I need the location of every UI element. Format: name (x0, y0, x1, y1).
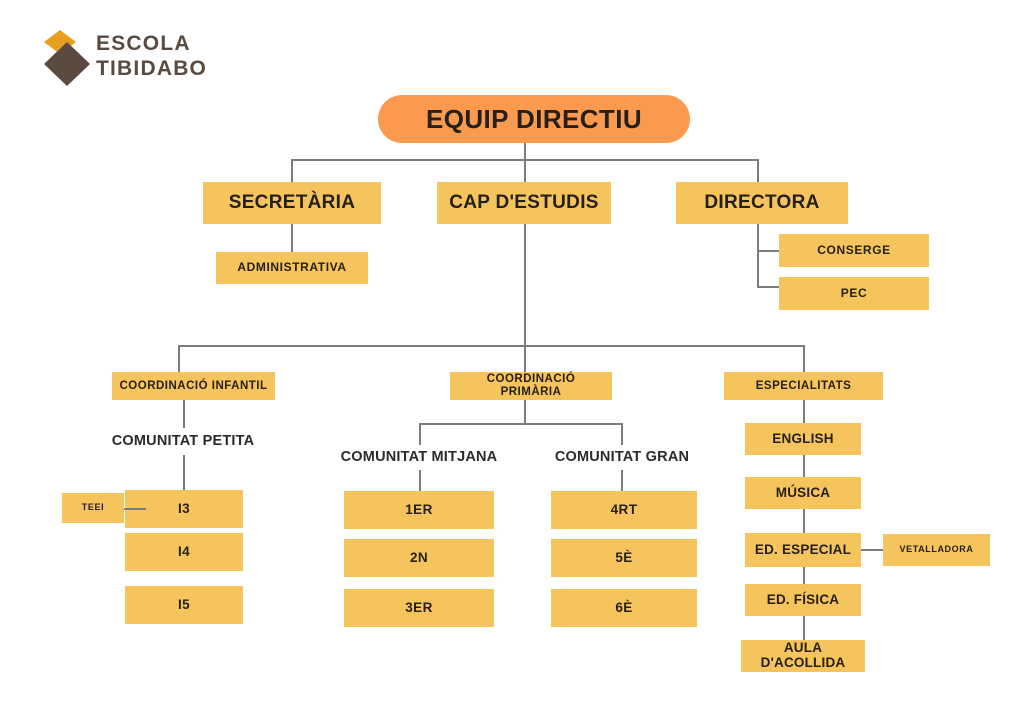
node-ed-fisica[interactable]: ED. FÍSICA (745, 584, 861, 616)
connector-gran-4rt (621, 470, 623, 492)
node-3er[interactable]: 3ER (344, 589, 494, 627)
connector-musica-ed-especial (803, 509, 805, 533)
connector-directora-stem (757, 224, 759, 287)
node-5e[interactable]: 5È (551, 539, 697, 577)
node-4rt[interactable]: 4RT (551, 491, 697, 529)
logo-text-escola: ESCOLA (96, 32, 191, 55)
connector-drop-comunitat-mitjana (419, 423, 421, 445)
node-teei[interactable]: TEEI (62, 493, 124, 523)
label-comunitat-mitjana: COMUNITAT MITJANA (340, 449, 498, 465)
connector-primaria-stem (524, 400, 526, 424)
connector-secretaria-administrativa (291, 224, 293, 252)
node-secretaria[interactable]: SECRETÀRIA (203, 182, 381, 224)
node-6e[interactable]: 6È (551, 589, 697, 627)
node-especialitats[interactable]: ESPECIALITATS (724, 372, 883, 400)
node-i5[interactable]: I5 (125, 586, 243, 624)
node-coordinacio-primaria[interactable]: COORDINACIÓ PRIMÀRIA (450, 372, 612, 400)
connector-primaria-bus (419, 423, 622, 425)
node-ed-especial[interactable]: ED. ESPECIAL (745, 533, 861, 567)
connector-ed-especial-vetalladora (861, 549, 883, 551)
connector-cap-estudis-stem (524, 224, 526, 346)
node-equip-directiu[interactable]: EQUIP DIRECTIU (378, 95, 690, 143)
connector-drop-directora (757, 159, 759, 183)
node-aula-acollida[interactable]: AULA D'ACOLLIDA (741, 640, 865, 672)
node-vetalladora[interactable]: VETALLADORA (883, 534, 990, 566)
school-logo: ESCOLA TIBIDABO (38, 26, 258, 88)
node-2n[interactable]: 2N (344, 539, 494, 577)
label-comunitat-petita: COMUNITAT PETITA (111, 433, 255, 449)
diamond-logo-icon (44, 30, 90, 86)
node-pec[interactable]: PEC (779, 277, 929, 310)
connector-drop-cap-estudis (524, 159, 526, 183)
node-directora[interactable]: DIRECTORA (676, 182, 848, 224)
connector-infantil-comunitat-petita (183, 400, 185, 428)
connector-coordination-bus (178, 345, 804, 347)
connector-root-stem (524, 140, 526, 160)
connector-mitjana-1er (419, 470, 421, 492)
connector-drop-secretaria (291, 159, 293, 183)
node-i4[interactable]: I4 (125, 533, 243, 571)
node-coordinacio-infantil[interactable]: COORDINACIÓ INFANTIL (112, 372, 275, 400)
connector-drop-coord-primaria (524, 345, 526, 372)
node-cap-estudis[interactable]: CAP D'ESTUDIS (437, 182, 611, 224)
connector-drop-coord-infantil (178, 345, 180, 372)
connector-directora-pec (757, 286, 779, 288)
connector-ed-especial-ed-fisica (803, 567, 805, 584)
connector-english-musica (803, 455, 805, 477)
connector-i3-teei (124, 508, 146, 510)
connector-directora-conserge (757, 250, 779, 252)
connector-drop-comunitat-gran (621, 423, 623, 445)
label-comunitat-gran: COMUNITAT GRAN (554, 449, 690, 465)
node-administrativa[interactable]: ADMINISTRATIVA (216, 252, 368, 284)
connector-comunitat-petita-i3 (183, 455, 185, 490)
connector-drop-especialitats (803, 345, 805, 372)
connector-especialitats-english (803, 400, 805, 424)
node-1er[interactable]: 1ER (344, 491, 494, 529)
connector-ed-fisica-aula-acollida (803, 616, 805, 640)
logo-text-tibidabo: TIBIDABO (96, 57, 208, 80)
node-english[interactable]: ENGLISH (745, 423, 861, 455)
node-conserge[interactable]: CONSERGE (779, 234, 929, 267)
node-musica[interactable]: MÚSICA (745, 477, 861, 509)
